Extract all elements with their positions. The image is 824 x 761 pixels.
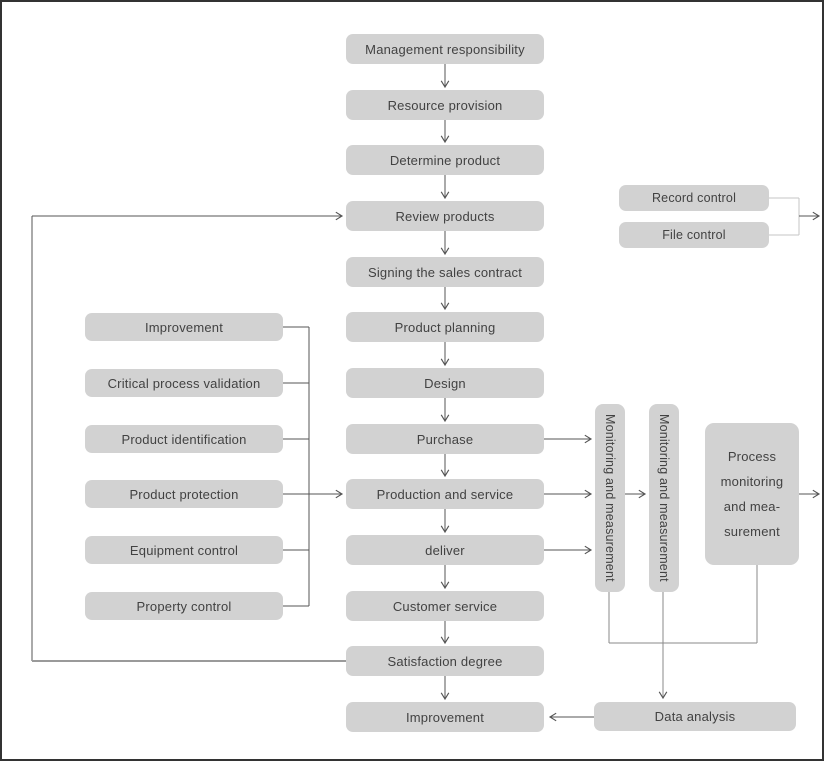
flow-box-record-control: Record control xyxy=(619,185,769,211)
flow-box-equipment-control: Equipment control xyxy=(85,536,283,564)
flow-box-critical-process-validation: Critical process validation xyxy=(85,369,283,397)
process-box-line-1: Process xyxy=(727,449,777,464)
flow-box-customer-service: Customer service xyxy=(346,591,544,621)
flow-box-signing-sales-contract: Signing the sales contract xyxy=(346,257,544,287)
flow-box-monitoring-measurement-1: Monitoring and measurement xyxy=(595,404,625,592)
process-box-line-3: and mea- xyxy=(723,499,781,514)
flow-box-process-monitoring-measurement: Process monitoring and mea- surement xyxy=(705,423,799,565)
flow-box-product-planning: Product planning xyxy=(346,312,544,342)
flow-box-property-control: Property control xyxy=(85,592,283,620)
flow-box-data-analysis: Data analysis xyxy=(594,702,796,731)
data-analysis-connectors xyxy=(548,565,758,722)
flow-box-production-and-service: Production and service xyxy=(346,479,544,509)
flow-box-deliver: deliver xyxy=(346,535,544,565)
process-box-line-4: surement xyxy=(724,524,780,539)
record-file-bracket xyxy=(769,197,821,236)
flow-box-determine-product: Determine product xyxy=(346,145,544,175)
flow-box-product-identification: Product identification xyxy=(85,425,283,453)
flow-box-review-products: Review products xyxy=(346,201,544,231)
left-bracket xyxy=(283,326,344,607)
flow-box-management-responsibility: Management responsibility xyxy=(346,34,544,64)
flow-box-improvement-final: Improvement xyxy=(346,702,544,732)
flow-box-improvement-left: Improvement xyxy=(85,313,283,341)
flow-box-satisfaction-degree: Satisfaction degree xyxy=(346,646,544,676)
feedback-loop xyxy=(31,211,346,662)
flow-box-file-control: File control xyxy=(619,222,769,248)
flow-box-product-protection: Product protection xyxy=(85,480,283,508)
monitoring-arrows xyxy=(544,434,821,555)
flow-box-monitoring-measurement-2: Monitoring and measurement xyxy=(649,404,679,592)
flow-box-resource-provision: Resource provision xyxy=(346,90,544,120)
process-box-line-2: monitoring xyxy=(720,474,784,489)
flow-box-design: Design xyxy=(346,368,544,398)
flow-box-purchase: Purchase xyxy=(346,424,544,454)
